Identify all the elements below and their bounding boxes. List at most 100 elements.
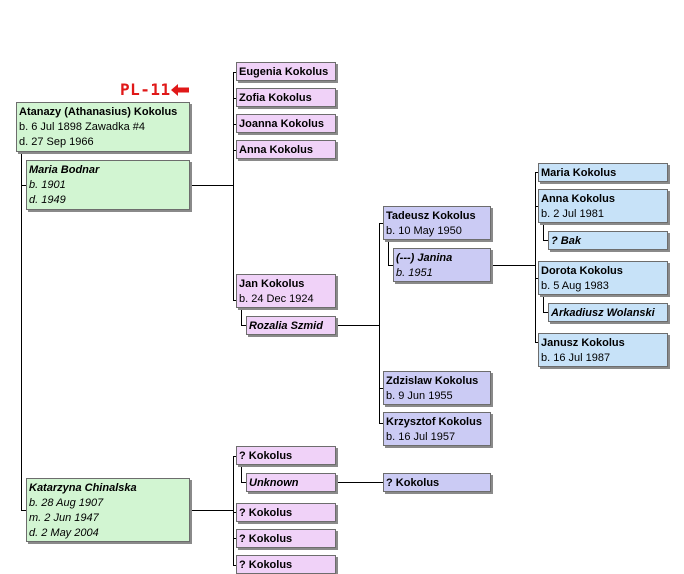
connector-line [233, 538, 236, 539]
connector-line [21, 510, 26, 511]
connector-line [241, 325, 246, 326]
connector-line [233, 72, 236, 73]
person-name: Rozalia Szmid [249, 320, 323, 332]
person-box-maria-k[interactable]: Maria Kokolus [538, 163, 668, 182]
connector-line [233, 456, 234, 566]
person-detail: b. 16 Jul 1987 [541, 352, 611, 364]
person-name: ? Kokolus [239, 450, 293, 462]
connector-line [379, 388, 383, 389]
connector-line [336, 482, 383, 483]
person-name: ? Kokolus [239, 559, 293, 571]
person-box-unknown[interactable]: Unknown [246, 473, 336, 492]
pl-11-tag: PL-11 [120, 80, 171, 99]
connector-line [190, 510, 233, 511]
person-box-janusz[interactable]: Janusz Kokolus b. 16 Jul 1987 [538, 333, 668, 367]
person-name: (---) Janina [396, 252, 453, 264]
person-detail: b. 1951 [396, 267, 433, 279]
person-name: Unknown [249, 477, 299, 489]
connector-line [543, 223, 544, 241]
person-name: Jan Kokolus [239, 278, 305, 290]
connector-line [379, 223, 380, 423]
connector-line [233, 565, 236, 566]
person-box-tadeusz[interactable]: Tadeusz Kokolus b. 10 May 1950 [383, 206, 491, 240]
connector-line [241, 465, 242, 482]
person-box-anna-k2[interactable]: Anna Kokolus b. 2 Jul 1981 [538, 189, 668, 223]
person-detail: b. 9 Jun 1955 [386, 390, 453, 402]
person-name: Anna Kokolus [239, 144, 313, 156]
connector-line [543, 240, 548, 241]
person-box-arkadiusz[interactable]: Arkadiusz Wolanski [548, 303, 668, 322]
person-box-q3[interactable]: ? Kokolus [236, 529, 336, 548]
connector-line [233, 124, 236, 125]
person-detail: d. 2 May 2004 [29, 527, 99, 539]
connector-line [388, 240, 389, 266]
person-box-q4[interactable]: ? Kokolus [236, 555, 336, 574]
connector-line [233, 98, 236, 99]
connector-line [535, 278, 538, 279]
person-box-bak[interactable]: ? Bak [548, 231, 668, 250]
connector-line [233, 300, 236, 301]
person-name: Krzysztof Kokolus [386, 416, 482, 428]
connector-line [241, 482, 246, 483]
person-name: Maria Kokolus [541, 167, 617, 179]
person-name: Zdzislaw Kokolus [386, 375, 479, 387]
connector-line [543, 312, 548, 313]
person-name: Tadeusz Kokolus [386, 210, 476, 222]
person-name: Atanazy (Athanasius) Kokolus [19, 106, 178, 118]
person-detail: b. 5 Aug 1983 [541, 280, 609, 292]
connector-line [21, 152, 22, 510]
person-box-anna[interactable]: Anna Kokolus [236, 140, 336, 159]
person-name: Zofia Kokolus [239, 92, 312, 104]
person-name: Joanna Kokolus [239, 118, 324, 130]
person-detail: b. 6 Jul 1898 Zawadka #4 [19, 121, 145, 133]
person-detail: b. 10 May 1950 [386, 225, 462, 237]
person-box-root[interactable]: Atanazy (Athanasius) Kokolus b. 6 Jul 189… [16, 102, 190, 152]
person-box-q1[interactable]: ? Kokolus [236, 446, 336, 465]
connector-line [379, 423, 383, 424]
connector-line [233, 150, 236, 151]
person-name: Arkadiusz Wolanski [551, 307, 655, 319]
left-arrow-icon [171, 84, 189, 96]
connector-line [190, 185, 233, 186]
person-name: Anna Kokolus [541, 193, 615, 205]
connector-line [535, 342, 538, 343]
person-box-zdzislaw[interactable]: Zdzislaw Kokolus b. 9 Jun 1955 [383, 371, 491, 405]
connector-line [543, 295, 544, 313]
person-detail: b. 2 Jul 1981 [541, 208, 604, 220]
connector-line [336, 325, 379, 326]
person-detail: d. 1949 [29, 194, 66, 206]
person-detail: b. 28 Aug 1907 [29, 497, 104, 509]
person-box-q-gc[interactable]: ? Kokolus [383, 473, 491, 492]
person-detail: m. 2 Jun 1947 [29, 512, 99, 524]
person-box-dorota[interactable]: Dorota Kokolus b. 5 Aug 1983 [538, 261, 668, 295]
connector-line [379, 223, 383, 224]
person-box-eugenia[interactable]: Eugenia Kokolus [236, 62, 336, 81]
person-name: Dorota Kokolus [541, 265, 623, 277]
person-name: Katarzyna Chinalska [29, 482, 137, 494]
person-detail: d. 27 Sep 1966 [19, 136, 94, 148]
connector-line [388, 265, 393, 266]
person-box-joanna[interactable]: Joanna Kokolus [236, 114, 336, 133]
person-name: ? Kokolus [239, 507, 293, 519]
person-box-janina[interactable]: (---) Janina b. 1951 [393, 248, 491, 282]
connector-line [233, 72, 234, 300]
person-box-krzysztof[interactable]: Krzysztof Kokolus b. 16 Jul 1957 [383, 412, 491, 446]
person-box-spouse2[interactable]: Katarzyna Chinalska b. 28 Aug 1907 m. 2 Ju… [26, 478, 190, 542]
connector-line [233, 456, 236, 457]
connector-line [535, 206, 538, 207]
person-box-jan[interactable]: Jan Kokolus b. 24 Dec 1924 [236, 274, 336, 308]
person-detail: b. 1901 [29, 179, 66, 191]
connector-line [233, 512, 236, 513]
person-name: Eugenia Kokolus [239, 66, 329, 78]
connector-line [21, 185, 26, 186]
person-name: ? Bak [551, 235, 581, 247]
person-box-zofia[interactable]: Zofia Kokolus [236, 88, 336, 107]
person-detail: b. 24 Dec 1924 [239, 293, 314, 305]
connector-line [491, 265, 535, 266]
person-detail: b. 16 Jul 1957 [386, 431, 456, 443]
person-box-q2[interactable]: ? Kokolus [236, 503, 336, 522]
person-name: Janusz Kokolus [541, 337, 625, 349]
person-box-rozalia[interactable]: Rozalia Szmid [246, 316, 336, 335]
